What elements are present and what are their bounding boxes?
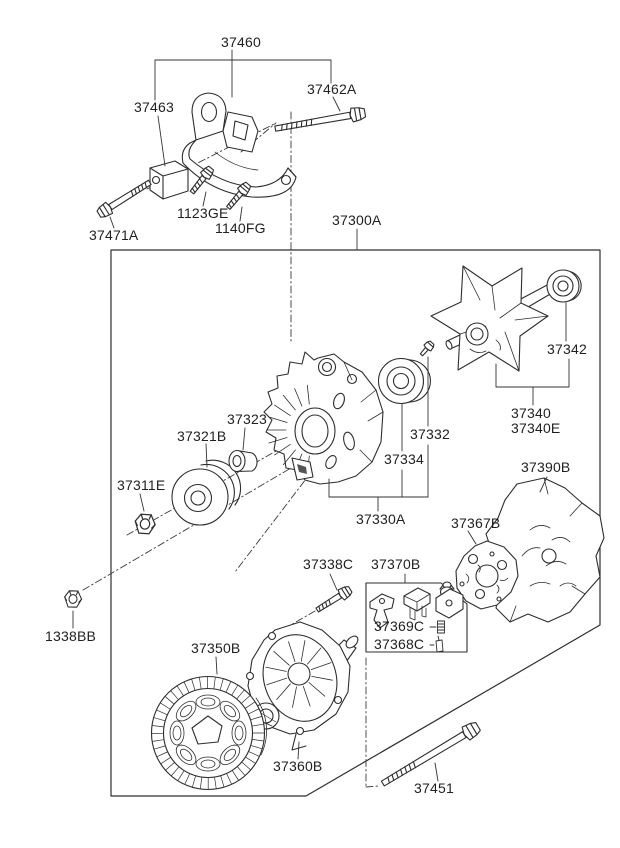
part-label-37334: 37334 [384,451,424,467]
part-pulley-37321B [171,459,242,526]
bolt-37462A [273,105,367,137]
part-label-37342: 37342 [547,341,587,357]
part-bearing-37342 [546,269,582,303]
bolt-37338C [313,583,354,616]
part-label-37462A: 37462A [307,81,357,97]
part-label-37323: 37323 [227,411,267,427]
part-label-37471A: 37471A [89,227,139,243]
part-label-37369C: 37369C [374,618,425,634]
part-label-37340-37340E: 37340 37340E [511,405,561,436]
part-brush-holder-37370B-c [435,581,464,619]
bolt-37471A [94,176,154,221]
part-label-37300A: 37300A [332,212,382,228]
part-label-37451: 37451 [414,780,454,796]
brush-assembly-box [365,582,468,653]
part-bearing-37334 [377,357,431,405]
part-bracket-37460 [181,92,297,198]
spring-icon-37369C [437,620,445,634]
part-label-1140FG: 1140FG [215,220,266,236]
part-rubber-insulator-37463 [149,160,189,200]
leader-lines [72,49,570,782]
part-label-37370B: 37370B [371,556,421,572]
part-label-37321B: 37321B [177,428,227,444]
part-spacer-37323 [228,449,258,473]
part-front-housing-37330A [263,351,384,485]
part-label-37311E: 37311E [117,477,166,493]
nut-37311E [132,511,158,537]
part-label-37367B: 37367B [451,515,501,531]
part-terminal-37370B-a [369,593,395,629]
part-label-1338BB: 1338BB [45,628,97,644]
part-label-37332: 37332 [410,426,450,442]
part-label-1123GE: 1123GE [177,205,229,221]
part-screw-37332 [419,340,435,357]
part-rear-bracket-37360B [245,621,359,751]
part-regulator-37370B-b [403,587,431,621]
part-rear-cover-37390B [485,477,605,623]
part-label-37390B: 37390B [521,459,571,475]
part-label-37338C: 37338C [303,556,354,572]
nut-1338BB [62,588,84,610]
part-stator-37350B [150,675,267,791]
brush-icon-37368C [435,635,444,653]
part-label-37463: 37463 [134,99,174,115]
part-label-37360B: 37360B [273,758,323,774]
part-label-37460: 37460 [221,34,261,50]
part-label-37350B: 37350B [191,640,241,656]
part-rotor-37340 [430,265,556,372]
main-boundary-box [110,249,601,797]
part-rectifier-37367B [455,540,519,610]
part-label-37368C: 37368C [374,636,425,652]
part-label-37330A: 37330A [356,511,406,527]
